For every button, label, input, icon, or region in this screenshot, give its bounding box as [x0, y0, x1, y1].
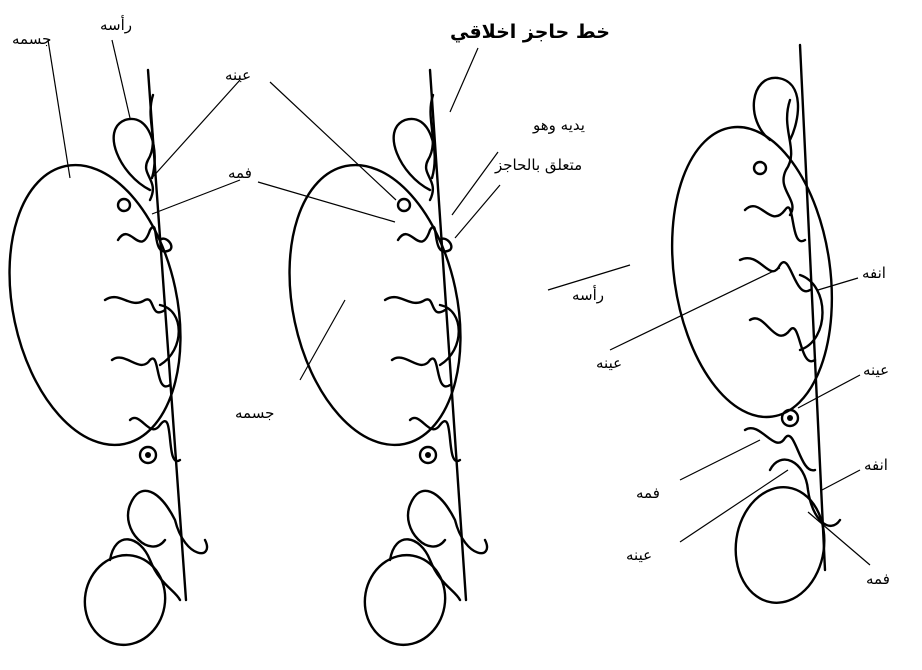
left-eye-label: عينه	[225, 66, 251, 84]
middle-scribble-mid	[385, 297, 445, 312]
left-body-label: جسمه	[12, 30, 51, 48]
left-eye-ring	[118, 199, 130, 211]
right-signature	[654, 45, 849, 609]
right-mouth-upper-leader	[680, 440, 760, 480]
right-head-oval	[654, 117, 849, 428]
middle-body-oval	[265, 149, 484, 461]
middle-mouth-leader	[258, 182, 395, 222]
middle-line-leader	[450, 48, 478, 112]
middle-hands-label-2: متعلق بالحاجز	[494, 156, 582, 174]
left-signature	[0, 70, 207, 651]
right-nose-lower-leader	[822, 470, 860, 490]
left-mouth-label: فمه	[228, 164, 252, 182]
right-eye-ring	[754, 162, 766, 174]
left-head-label: رأسه	[100, 15, 132, 34]
right-eye-lower-label: عينه	[626, 546, 652, 564]
right-mouth-lower-label: فمه	[866, 570, 890, 588]
left-scribble-mid	[105, 297, 165, 312]
middle-scribble-low	[392, 358, 450, 387]
left-bottom-scribble	[110, 539, 180, 600]
middle-hands-leader-1	[452, 152, 498, 215]
right-scribble-eye-zone	[745, 428, 815, 470]
left-scribble-low	[112, 358, 170, 387]
middle-signature	[265, 70, 487, 651]
middle-hands-leader-2	[455, 185, 500, 238]
middle-eye-leader	[270, 82, 396, 200]
middle-eye-ring	[398, 199, 410, 211]
right-tail-scribble	[770, 460, 840, 526]
middle-bottom-scribble	[390, 539, 460, 600]
middle-small-dot	[425, 452, 431, 458]
right-eye-mid-label: عينه	[863, 361, 889, 379]
right-head-label: رأسه	[572, 285, 604, 304]
left-body-leader	[48, 40, 70, 178]
middle-hands-label-1: يديه وهو	[532, 116, 585, 134]
right-eye-lower-leader	[680, 470, 788, 542]
left-bottom-loop	[78, 549, 172, 652]
left-head-leader	[112, 40, 130, 118]
right-eye-upper-leader	[610, 268, 780, 350]
right-scribble-low	[750, 318, 815, 361]
right-bottom-loop	[728, 481, 831, 608]
middle-line-label: خط حاجز اخلاقي	[450, 21, 610, 43]
left-mouth-leader	[152, 180, 240, 214]
right-nose-upper-leader	[818, 278, 858, 290]
right-small-dot	[787, 415, 793, 421]
middle-body-label: جسمه	[235, 404, 274, 422]
right-mouth-upper-label: فمه	[636, 484, 660, 502]
left-head-loop	[114, 119, 155, 190]
middle-head-loop	[394, 119, 435, 190]
right-scribble-hands	[745, 206, 805, 241]
middle-bottom-loop	[358, 549, 452, 652]
right-top-loop	[754, 78, 798, 140]
right-eye-upper-label: عينه	[596, 354, 622, 372]
left-body-oval	[0, 149, 205, 461]
left-small-dot	[145, 452, 151, 458]
right-nose-upper-label: انفه	[862, 264, 886, 282]
right-nose-lower-label: انفه	[864, 456, 888, 474]
left-eye-leader	[150, 80, 240, 180]
middle-body-leader	[300, 300, 345, 380]
